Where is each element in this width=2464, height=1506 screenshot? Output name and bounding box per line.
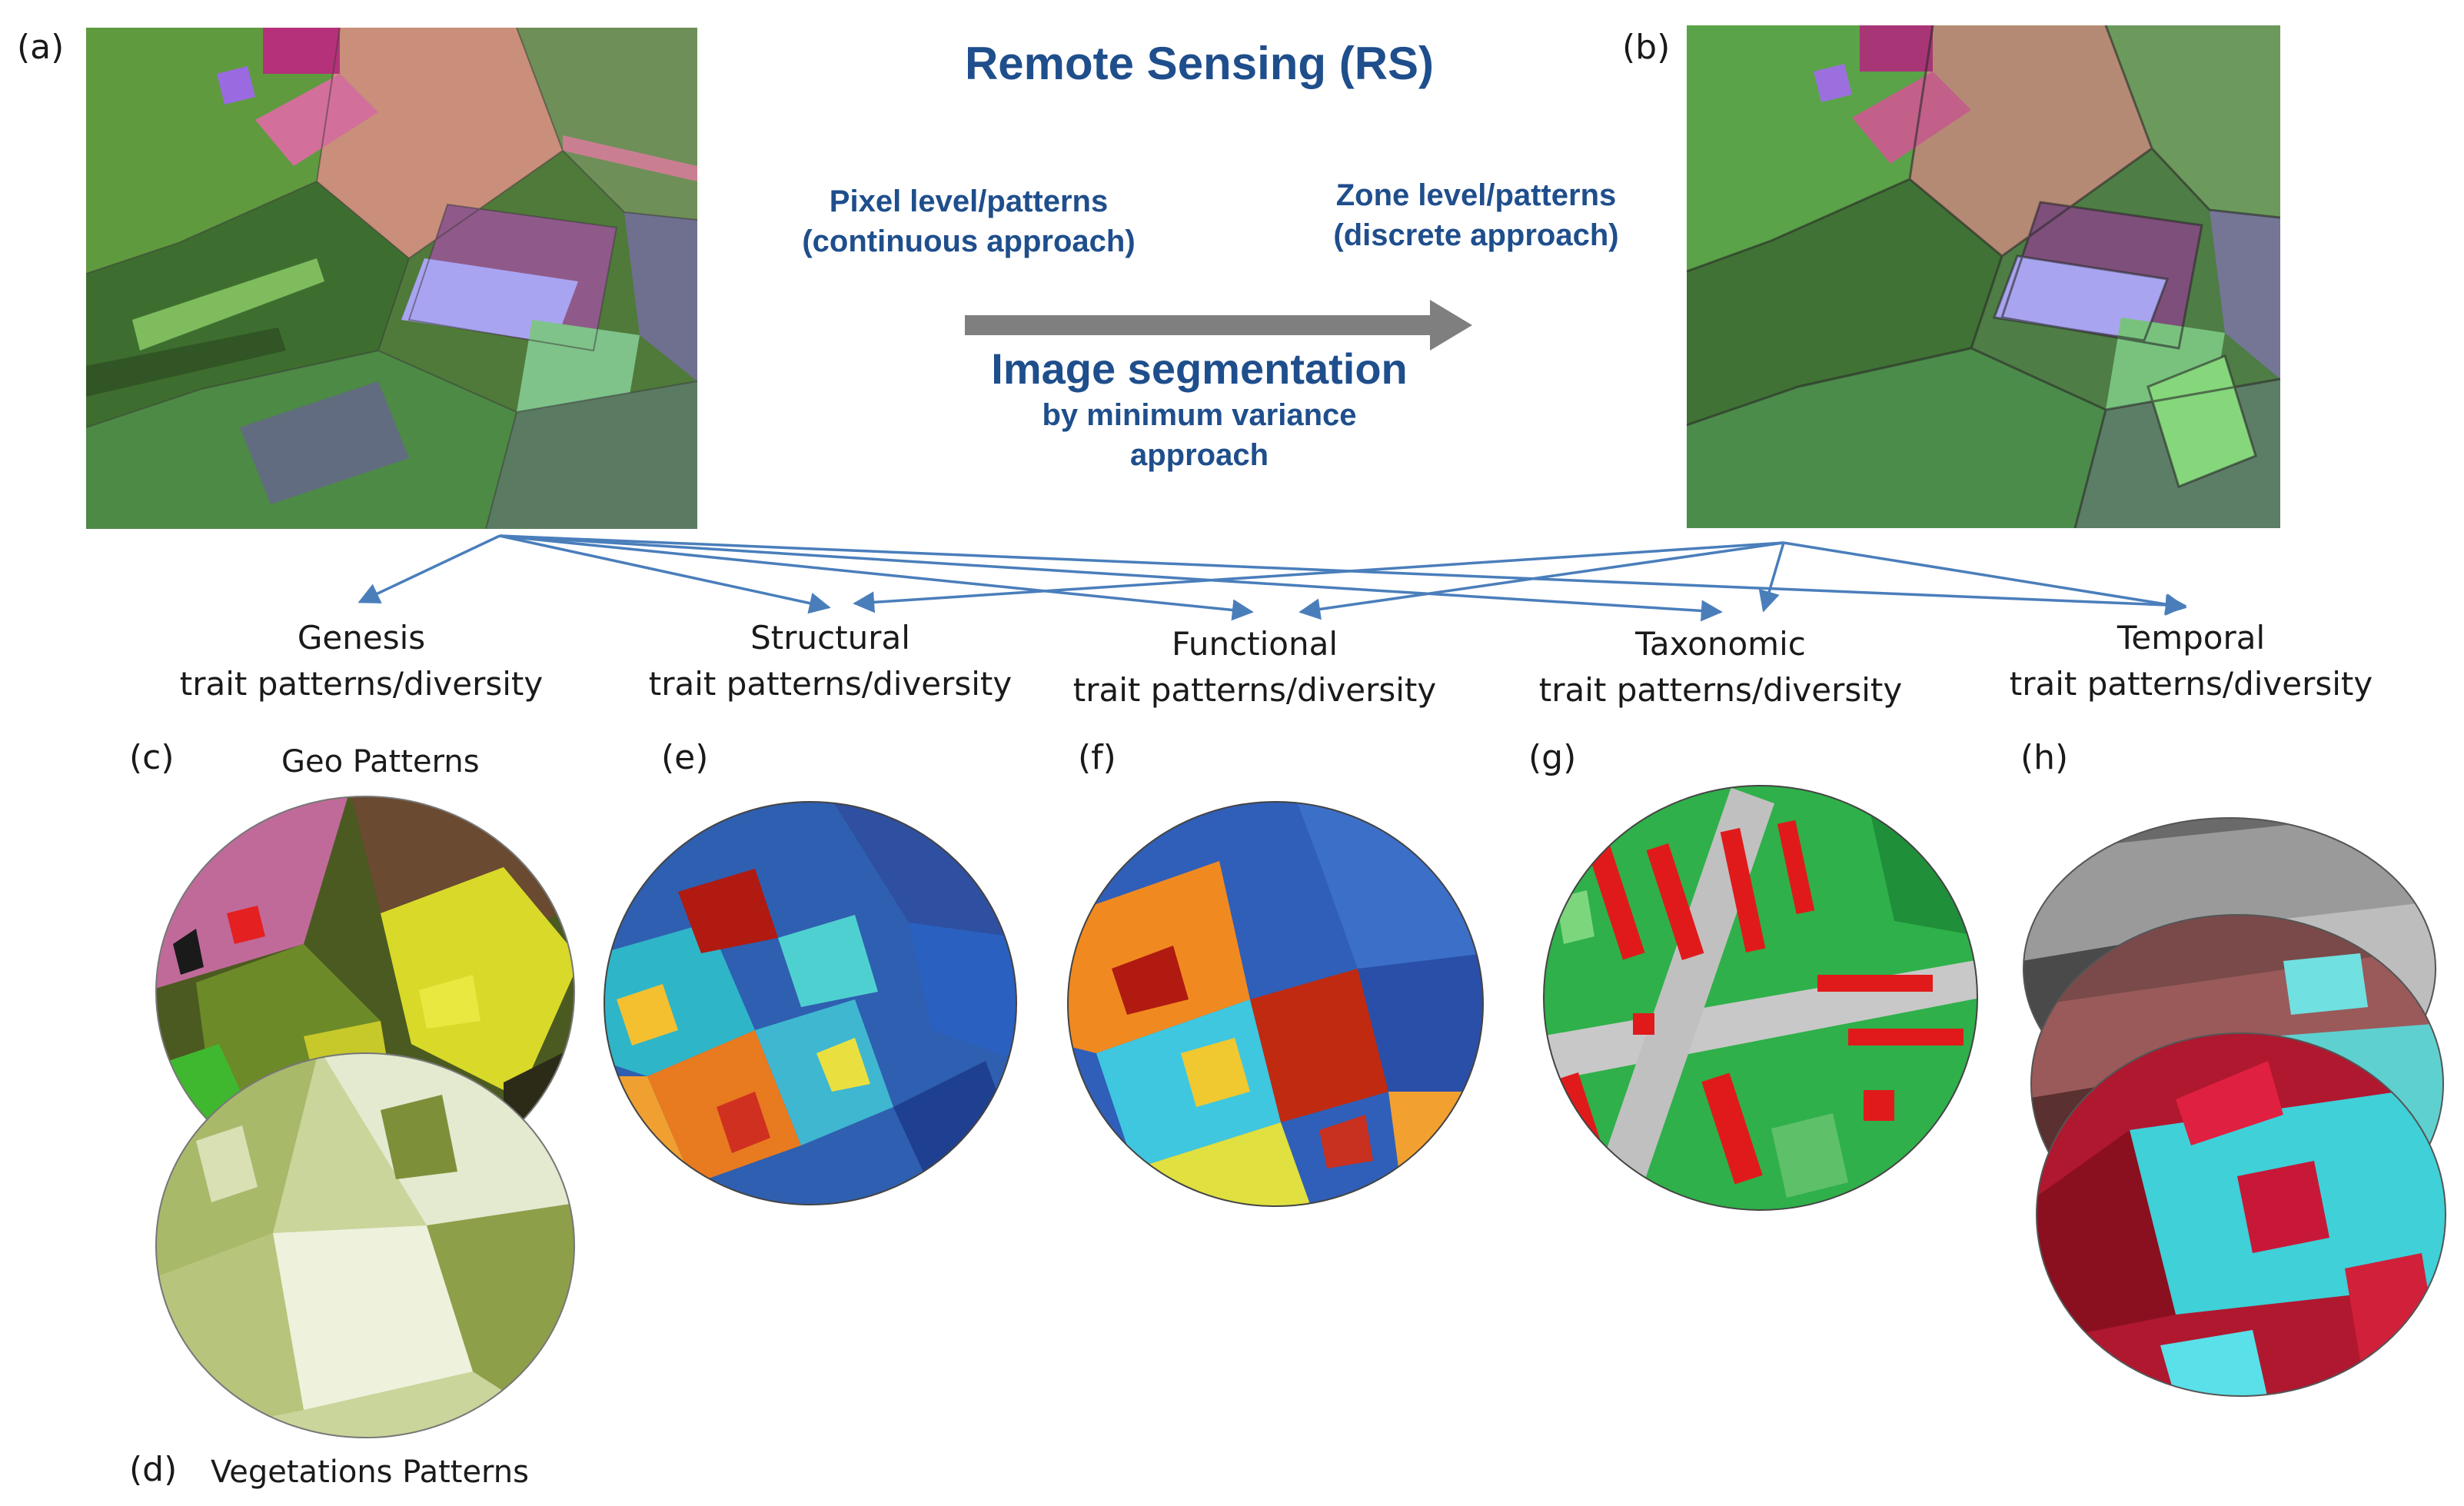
rs-image-pixel-level [86, 28, 697, 529]
trait-functional-title: Functional [1171, 625, 1338, 663]
temporal-layer-3 [2037, 1033, 2446, 1396]
arrow-b-temporal [1783, 541, 2187, 615]
geo-patterns-caption: Geo Patterns [281, 744, 480, 780]
structural-patterns-circle [604, 801, 1017, 1205]
arrow-a-structural [499, 534, 831, 614]
segmentation-title: Image segmentation [991, 344, 1408, 393]
segmentation-label: Image segmentation by minimum variance a… [892, 343, 1507, 475]
trait-temporal-subtitle: trait patterns/diversity [2009, 665, 2373, 703]
trait-functional-subtitle: trait patterns/diversity [1072, 671, 1437, 709]
panel-label-c: (c) [129, 738, 175, 777]
zone-level-line2: (discrete approach) [1333, 218, 1619, 252]
arrow-b-structural [853, 541, 1784, 613]
pixel-level-label: Pixel level/patterns (continuous approac… [753, 181, 1184, 261]
panel-label-g: (g) [1528, 738, 1577, 777]
connector-arrows [357, 534, 2187, 622]
panel-label-f: (f) [1078, 738, 1116, 777]
arrow-a-taxonomic [499, 534, 1723, 622]
trait-taxonomic-subtitle: trait patterns/diversity [1538, 671, 1903, 709]
pixel-level-line1: Pixel level/patterns [829, 185, 1109, 218]
trait-genesis-title: Genesis [297, 619, 426, 657]
rs-image-zone-level [1687, 25, 2280, 528]
taxonomic-patterns-circle [1543, 785, 1978, 1211]
trait-genesis-subtitle: trait patterns/diversity [179, 665, 544, 703]
arrow-b-functional [1299, 541, 1784, 620]
panel-label-a: (a) [17, 28, 65, 67]
trait-structural-title: Structural [750, 619, 910, 657]
vegetation-patterns-circle [155, 1052, 575, 1438]
trait-taxonomic-title: Taxonomic [1635, 625, 1806, 663]
arrow-a-genesis [357, 534, 500, 603]
trait-genesis: Genesis trait patterns/diversity [161, 615, 561, 707]
arrow-b-taxonomic [1758, 542, 1785, 613]
trait-temporal-title: Temporal [2117, 619, 2266, 657]
panel-label-b: (b) [1622, 28, 1671, 67]
segmentation-line2: approach [1129, 438, 1269, 472]
zone-level-label: Zone level/patterns (discrete approach) [1261, 175, 1691, 255]
zone-level-line1: Zone level/patterns [1335, 178, 1617, 212]
temporal-patterns-stack [2023, 817, 2446, 1397]
main-title: Remote Sensing (RS) [964, 38, 1435, 89]
functional-patterns-circle [1067, 801, 1484, 1207]
vegetation-patterns-caption: Vegetations Patterns [211, 1454, 529, 1490]
panel-label-h: (h) [2020, 738, 2069, 777]
trait-structural-subtitle: trait patterns/diversity [648, 665, 1013, 703]
trait-functional: Functional trait patterns/diversity [1055, 621, 1455, 713]
arrow-a-functional [499, 534, 1254, 621]
trait-temporal: Temporal trait patterns/diversity [1991, 615, 2391, 707]
panel-label-e: (e) [661, 738, 709, 777]
trait-taxonomic: Taxonomic trait patterns/diversity [1521, 621, 1920, 713]
panel-label-d: (d) [129, 1450, 178, 1489]
trait-structural: Structural trait patterns/diversity [630, 615, 1030, 707]
segmentation-arrow [965, 300, 1472, 351]
pixel-level-line2: (continuous approach) [802, 224, 1136, 258]
segmentation-line1: by minimum variance [1042, 398, 1357, 432]
